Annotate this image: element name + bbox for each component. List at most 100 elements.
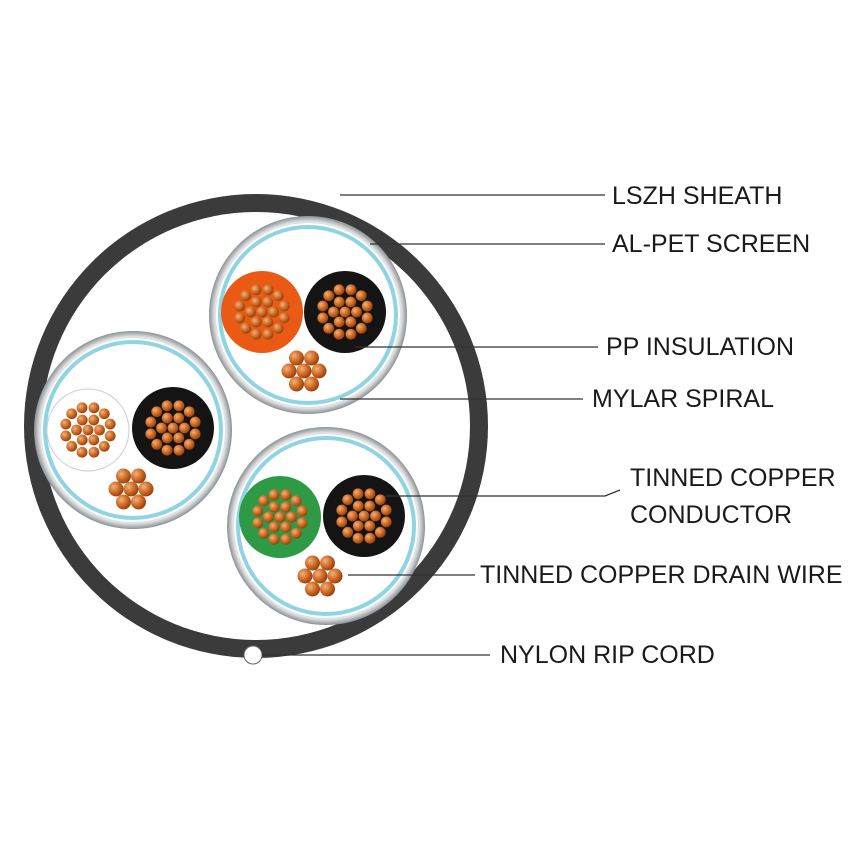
conductor-black-strand xyxy=(380,504,392,516)
conductor-black-strand xyxy=(167,422,179,434)
shielded-pair-white-black xyxy=(34,331,232,529)
conductor-black-strand xyxy=(352,488,364,500)
drain-strand xyxy=(297,568,313,584)
conductor-black-strand xyxy=(380,516,392,528)
conductor-orange-strand xyxy=(234,312,246,324)
conductor-black xyxy=(323,475,405,557)
mylar-spiral xyxy=(236,436,416,616)
conductor-black-strand xyxy=(151,438,163,450)
conductor-white-strand xyxy=(66,440,78,452)
leader-conductor xyxy=(385,489,621,497)
conductor-black-strand xyxy=(189,416,201,428)
conductor-black-strand xyxy=(345,328,357,340)
conductor-white-strand xyxy=(104,430,116,442)
conductor-green-strand xyxy=(280,489,292,501)
drain-strand xyxy=(138,481,154,497)
shielded-pair-green-black xyxy=(227,427,425,625)
conductor-black-strand xyxy=(333,316,345,328)
conductor-black-strand xyxy=(173,444,185,456)
label-lszh-sheath: LSZH SHEATH xyxy=(612,182,782,210)
conductor-black-strand xyxy=(173,432,185,444)
conductor-black-strand xyxy=(189,428,201,440)
drain-strand xyxy=(289,376,304,392)
conductor-orange-strand xyxy=(234,300,246,312)
conductor-black-strand xyxy=(374,494,386,506)
conductor-green-strand xyxy=(268,501,280,513)
conductor-black-strand xyxy=(333,296,345,308)
drain-strand xyxy=(131,468,146,484)
conductor-white-strand xyxy=(71,424,82,436)
conductor-black-strand xyxy=(361,300,373,312)
conductor-black-strand xyxy=(333,328,345,340)
conductor-black-strand xyxy=(161,400,173,412)
conductor-green-strand xyxy=(252,517,264,529)
conductor-green xyxy=(239,476,321,558)
drain-strand xyxy=(123,481,139,497)
conductor-orange-strand xyxy=(240,322,252,334)
conductor-black-strand xyxy=(145,428,157,440)
conductor-green-strand xyxy=(290,527,302,539)
conductor-white-strand xyxy=(88,414,100,426)
conductor-orange-strand xyxy=(278,312,290,324)
conductor-green-strand xyxy=(296,517,308,529)
conductor-orange-strand xyxy=(262,296,274,308)
conductor-green-strand xyxy=(263,511,274,523)
conductor-green-strand xyxy=(280,501,292,513)
conductor-green-strand xyxy=(280,521,292,533)
conductor-black-strand xyxy=(328,306,339,318)
conductor-black-strand xyxy=(358,510,370,522)
conductor-black-strand xyxy=(364,532,376,544)
conductor-white-strand xyxy=(88,446,100,458)
conductor-white-strand xyxy=(66,408,78,420)
conductor-black-strand xyxy=(145,416,157,428)
conductor-green-strand xyxy=(268,521,280,533)
drain-strand xyxy=(327,568,343,584)
conductor-black xyxy=(132,387,214,469)
conductor-black-strand xyxy=(336,504,348,516)
conductor-white-strand xyxy=(60,418,72,430)
pairs-layer xyxy=(34,216,425,625)
conductor-black-strand xyxy=(179,422,190,434)
labels: LSZH SHEATH AL-PET SCREEN PP INSULATION … xyxy=(480,182,843,669)
conductor-black-strand xyxy=(317,312,329,324)
nylon-rip-cord xyxy=(243,645,263,665)
drain-strand xyxy=(320,555,335,571)
conductor-green-strand xyxy=(274,511,286,523)
conductor-green-strand xyxy=(268,489,280,501)
conductor-white-strand xyxy=(88,402,100,414)
conductor-orange-strand xyxy=(245,306,256,318)
conductor-orange-strand xyxy=(250,328,262,340)
conductor-orange-strand xyxy=(262,316,274,328)
conductor-white-strand xyxy=(98,440,110,452)
drain-strand xyxy=(289,350,304,366)
conductor-green-strand xyxy=(258,527,270,539)
conductor-black-strand xyxy=(364,488,376,500)
conductor-black-strand xyxy=(317,300,329,312)
conductor-white-strand xyxy=(98,408,110,420)
conductor-orange-strand xyxy=(278,300,290,312)
drain-strand xyxy=(304,350,319,366)
conductor-orange xyxy=(221,271,303,353)
shielded-pair-orange-black xyxy=(209,216,407,414)
conductor-white-strand xyxy=(60,430,72,442)
conductor-green-strand xyxy=(286,511,297,523)
drain-strand xyxy=(311,363,327,379)
drain-strand xyxy=(281,363,297,379)
drain-strand xyxy=(305,555,320,571)
conductor-black-strand xyxy=(352,520,364,532)
label-tinned-copper-conductor-line2: CONDUCTOR xyxy=(630,501,792,529)
conductor-black-strand xyxy=(351,306,362,318)
drain-wire xyxy=(108,468,154,510)
conductor-black-strand xyxy=(183,406,195,418)
conductor-white-strand xyxy=(104,418,116,430)
drain-strand xyxy=(116,494,131,510)
conductor-black-strand xyxy=(364,520,376,532)
mylar-spiral xyxy=(218,225,398,405)
label-tinned-copper-conductor-line1: TINNED COPPER xyxy=(630,464,836,492)
conductor-black-strand xyxy=(173,400,185,412)
conductor-black-strand xyxy=(374,526,386,538)
conductor-black-strand xyxy=(173,412,185,424)
conductor-white-strand xyxy=(76,402,88,414)
conductor-green-strand xyxy=(268,533,280,545)
